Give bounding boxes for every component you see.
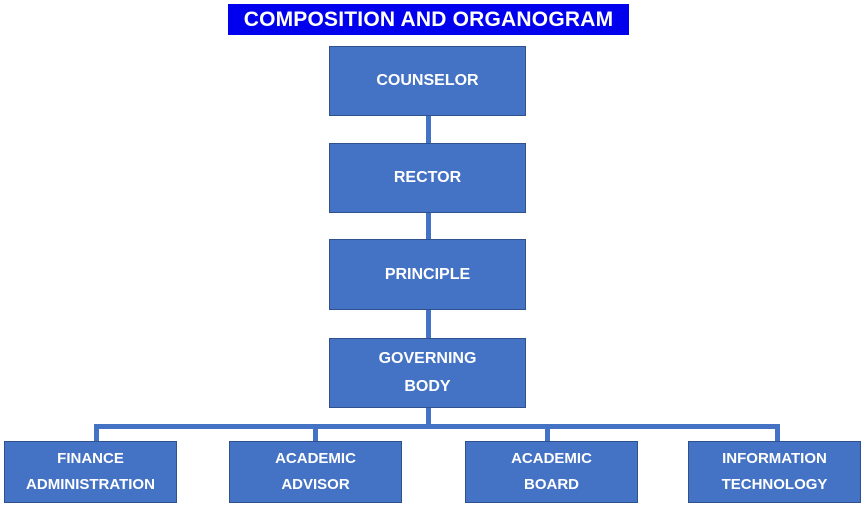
node-information-technology: INFORMATION TECHNOLOGY xyxy=(688,441,861,503)
node-principle: PRINCIPLE xyxy=(329,239,526,310)
node-finance-administration: FINANCE ADMINISTRATION xyxy=(4,441,177,503)
connector-information-technology xyxy=(775,424,780,442)
node-academic-board: ACADEMIC BOARD xyxy=(465,441,638,503)
connector-principle-governing xyxy=(426,310,431,339)
connector-governing-bus xyxy=(426,408,431,427)
organogram-title: COMPOSITION AND ORGANOGRAM xyxy=(228,4,629,35)
connector-rector-principle xyxy=(426,213,431,239)
node-academic-advisor: ACADEMIC ADVISOR xyxy=(229,441,402,503)
node-counselor: COUNSELOR xyxy=(329,46,526,116)
connector-horizontal-bus xyxy=(94,424,780,429)
connector-finance xyxy=(94,424,99,442)
node-rector: RECTOR xyxy=(329,143,526,213)
connector-academic-advisor xyxy=(313,424,318,442)
node-governing-body: GOVERNING BODY xyxy=(329,338,526,408)
connector-academic-board xyxy=(545,424,550,442)
connector-counselor-rector xyxy=(426,116,431,144)
